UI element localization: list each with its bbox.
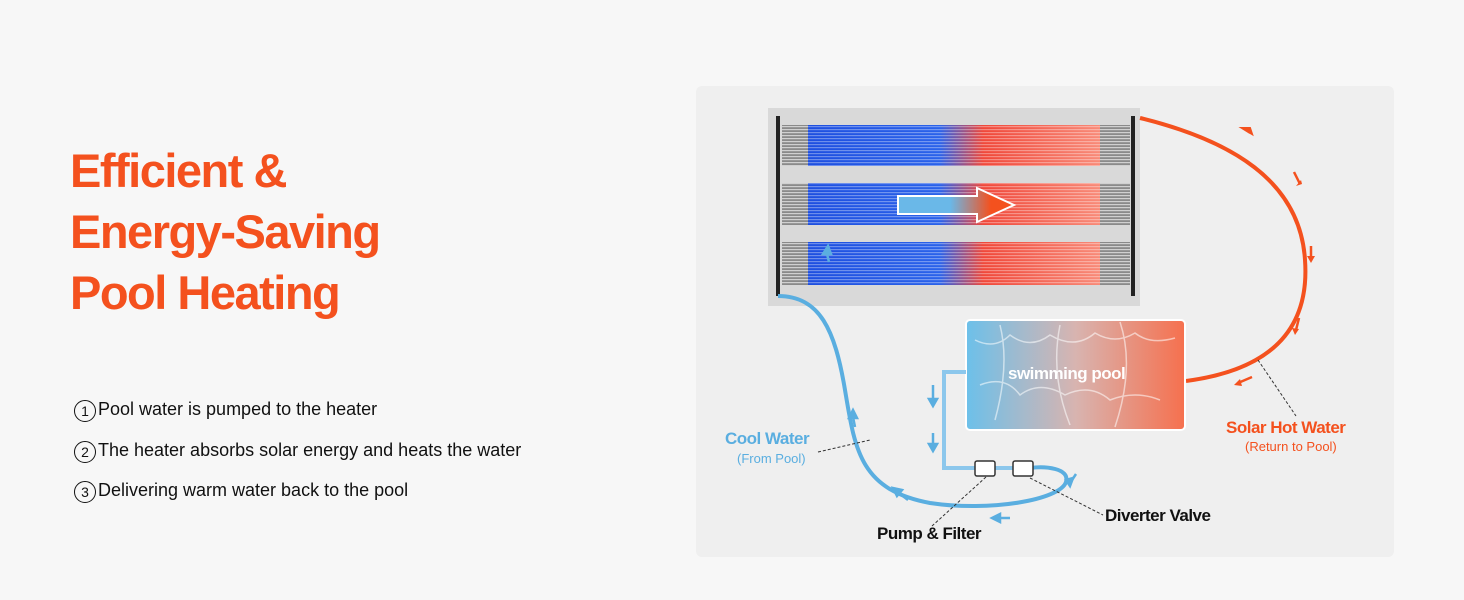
hot-water-sub: (Return to Pool) — [1245, 439, 1337, 454]
pool — [965, 319, 1186, 431]
cool-water-sub: (From Pool) — [737, 451, 806, 466]
step-number: 2 — [74, 440, 96, 463]
step-text: Delivering warm water back to the pool — [98, 480, 409, 500]
cool-water-title: Cool Water — [725, 429, 810, 448]
solar-heater — [768, 108, 1140, 306]
step-number: 1 — [74, 400, 96, 422]
flow-arrow-icon — [897, 186, 1017, 224]
step-text: Pool water is pumped to the heater — [98, 399, 378, 419]
pump-filter-label: Pump & Filter — [877, 524, 982, 543]
headline-line-1: Efficient & — [70, 144, 287, 197]
step-number: 3 — [74, 481, 96, 503]
headline: Efficient & Energy-Saving Pool Heating — [70, 140, 381, 323]
headline-line-2: Energy-Saving — [70, 205, 381, 258]
headline-line-3: Pool Heating — [70, 266, 341, 319]
diverter-valve-icon — [1012, 460, 1034, 477]
heater-row — [782, 242, 1130, 285]
diverter-valve-label: Diverter Valve — [1105, 506, 1211, 525]
heater-row — [782, 125, 1130, 166]
pool-label: swimming pool — [1008, 364, 1126, 383]
leader-lines — [817, 359, 1297, 527]
hot-flow-arrows — [1234, 127, 1315, 386]
step-text: The heater absorbs solar energy and heat… — [98, 439, 522, 460]
pump-filter-icon — [974, 460, 996, 477]
cool-flow-arrows — [820, 243, 1078, 525]
hot-water-title: Solar Hot Water — [1226, 418, 1346, 437]
hot-water-pipe — [1139, 116, 1315, 386]
